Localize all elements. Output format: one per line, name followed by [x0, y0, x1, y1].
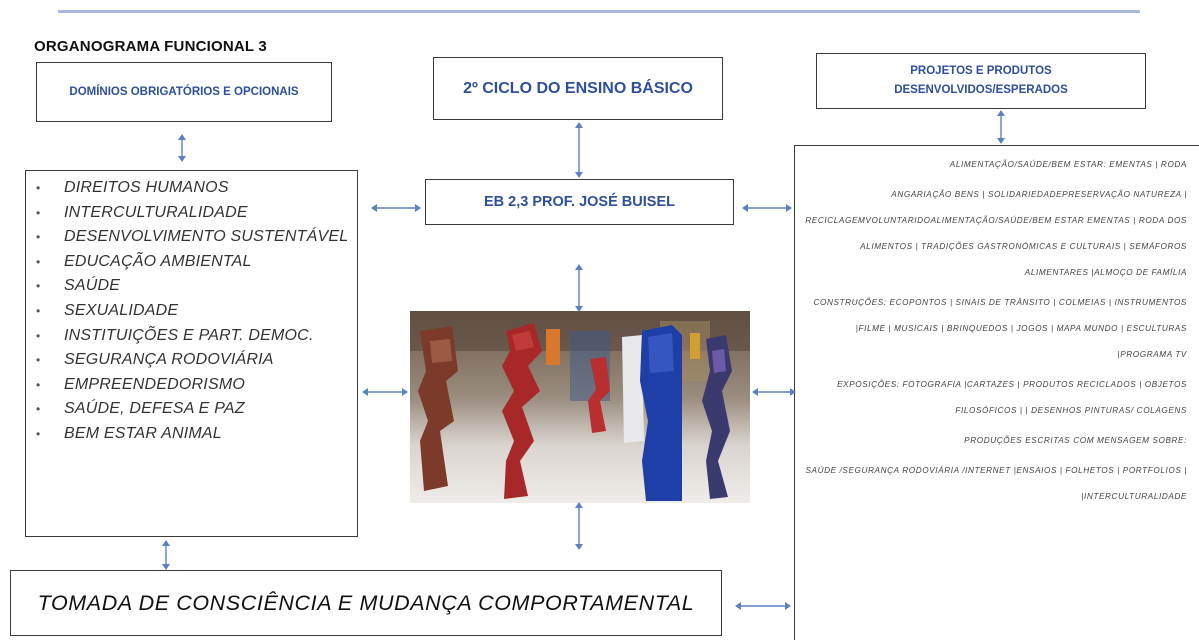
double-headed-arrow-icon: [178, 134, 186, 162]
list-item: •SAÚDE: [34, 274, 357, 299]
double-headed-arrow-icon: [575, 264, 583, 312]
double-headed-arrow-icon: [575, 122, 583, 178]
projetos-paragraph: PRODUÇÕES ESCRITAS COM MENSAGEM SOBRE:: [964, 436, 1187, 445]
dominios-box: DOMÍNIOS OBRIGATÓRIOS E OPCIONAIS: [36, 62, 332, 122]
sculptures-photo: [410, 311, 750, 503]
list-item: •SEXUALIDADE: [34, 299, 357, 324]
list-item: •SAÚDE, DEFESA E PAZ: [34, 397, 357, 422]
bullet-icon: •: [36, 205, 41, 220]
list-item: •INTERCULTURALIDADE: [34, 201, 357, 226]
double-headed-arrow-icon: [362, 388, 408, 396]
dominios-list-box: •DIREITOS HUMANOS •INTERCULTURALIDADE •D…: [25, 170, 358, 537]
page-title: ORGANOGRAMA FUNCIONAL 3: [34, 38, 267, 55]
bullet-icon: •: [36, 279, 41, 294]
double-headed-arrow-icon: [997, 110, 1005, 144]
escola-box: EB 2,3 PROF. JOSÉ BUISEL: [425, 179, 734, 225]
double-headed-arrow-icon: [735, 602, 791, 610]
list-item: •EDUCAÇÃO AMBIENTAL: [34, 250, 357, 275]
bullet-icon: •: [36, 181, 41, 195]
ciclo-box: 2º CICLO DO ENSINO BÁSICO: [433, 57, 723, 120]
projetos-detail-box: ALIMENTAÇÃO/SAÚDE/BEM ESTAR: EMENTAS | R…: [794, 145, 1199, 640]
double-headed-arrow-icon: [371, 204, 421, 212]
dominios-label: DOMÍNIOS OBRIGATÓRIOS E OPCIONAIS: [69, 85, 299, 98]
bullet-icon: •: [36, 426, 41, 441]
ciclo-label: 2º CICLO DO ENSINO BÁSICO: [463, 79, 693, 97]
projetos-paragraph: EXPOSIÇÕES: FOTOGRAFIA |CARTAZES | PRODU…: [837, 380, 1187, 415]
bullet-icon: •: [36, 230, 41, 245]
double-headed-arrow-icon: [575, 502, 583, 550]
tomada-box: TOMADA DE CONSCIÊNCIA E MUDANÇA COMPORTA…: [10, 570, 722, 636]
projetos-box: PROJETOS E PRODUTOS DESENVOLVIDOS/ESPERA…: [816, 53, 1146, 109]
projetos-label: PROJETOS E PRODUTOS DESENVOLVIDOS/ESPERA…: [894, 65, 1068, 96]
escola-label: EB 2,3 PROF. JOSÉ BUISEL: [484, 194, 675, 210]
bullet-icon: •: [36, 402, 41, 417]
dominios-list: •DIREITOS HUMANOS •INTERCULTURALIDADE •D…: [34, 176, 357, 447]
list-item: •BEM ESTAR ANIMAL: [34, 422, 357, 447]
projetos-paragraph: SAÚDE /SEGURANÇA RODOVIÁRIA /INTERNET |E…: [805, 466, 1187, 501]
projetos-paragraph: ALIMENTAÇÃO/SAÚDE/BEM ESTAR: EMENTAS | R…: [949, 160, 1187, 169]
list-item: •DESENVOLVIMENTO SUSTENTÁVEL: [34, 225, 357, 250]
double-headed-arrow-icon: [162, 540, 170, 570]
top-divider: [58, 10, 1140, 13]
bullet-icon: •: [36, 377, 41, 392]
list-item: •DIREITOS HUMANOS: [34, 176, 357, 201]
bullet-icon: •: [36, 254, 41, 269]
tomada-label: TOMADA DE CONSCIÊNCIA E MUDANÇA COMPORTA…: [37, 590, 695, 615]
list-item: •INSTITUIÇÕES E PART. DEMOC.: [34, 324, 357, 349]
projetos-paragraph: CONSTRUÇÕES: ECOPONTOS | SINAIS DE TRÂNS…: [813, 298, 1187, 359]
bullet-icon: •: [36, 353, 41, 368]
double-headed-arrow-icon: [752, 388, 796, 396]
double-headed-arrow-icon: [742, 204, 792, 212]
bullet-icon: •: [36, 328, 41, 343]
list-item: •SEGURANÇA RODOVIÁRIA: [34, 348, 357, 373]
list-item: •EMPREENDEDORISMO: [34, 373, 357, 398]
bullet-icon: •: [36, 303, 41, 318]
projetos-paragraph: ANGARIAÇÃO BENS | SOLIDARIEDADEPRESERVAÇ…: [805, 190, 1187, 277]
